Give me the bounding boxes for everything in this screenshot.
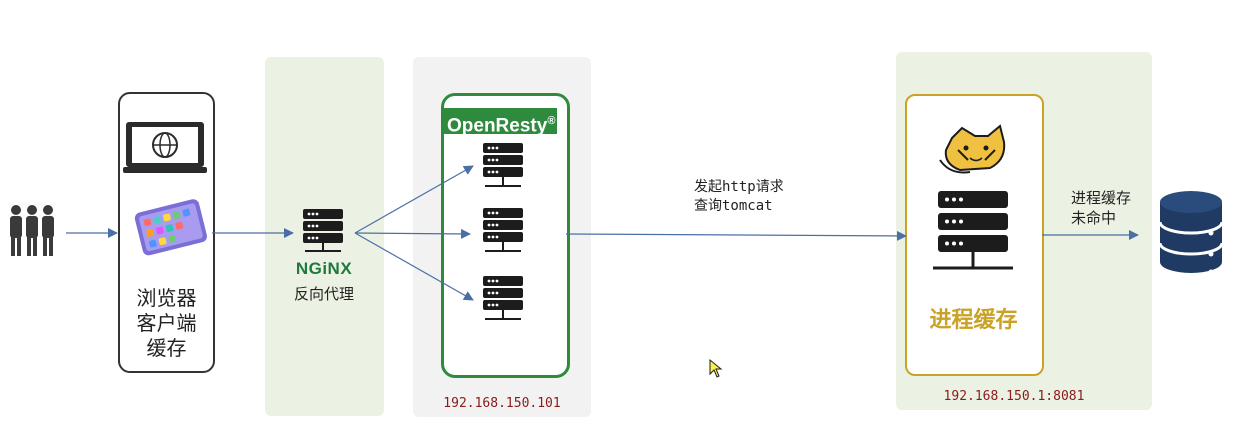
arrow-nginx-server3 bbox=[355, 233, 473, 300]
openresty-server-icon-2 bbox=[483, 208, 523, 251]
request-label-line2: 查询tomcat bbox=[694, 197, 784, 216]
tomcat-cat-icon bbox=[940, 126, 1004, 173]
database-icon bbox=[1160, 191, 1222, 275]
arrow-nginx-server1 bbox=[355, 166, 473, 233]
arrow-openresty-tomcat bbox=[566, 234, 906, 236]
cache-miss-line2: 未命中 bbox=[1071, 208, 1131, 228]
arrow-nginx-server2 bbox=[355, 233, 470, 234]
openresty-ip: 192.168.150.101 bbox=[420, 396, 584, 411]
client-label-line3: 缓存 bbox=[118, 336, 215, 361]
cache-miss-label: 进程缓存 未命中 bbox=[1071, 188, 1131, 228]
request-label: 发起http请求 查询tomcat bbox=[694, 178, 784, 216]
client-label: 浏览器 客户端 缓存 bbox=[118, 286, 215, 361]
cursor-icon bbox=[710, 360, 721, 377]
openresty-server-icon-3 bbox=[483, 276, 523, 319]
request-label-line1: 发起http请求 bbox=[694, 178, 784, 197]
nginx-server-icon bbox=[303, 209, 343, 251]
tomcat-server-icon bbox=[933, 191, 1013, 268]
client-label-line1: 浏览器 bbox=[118, 286, 215, 311]
phone-icon bbox=[134, 198, 209, 257]
tomcat-title: 进程缓存 bbox=[905, 302, 1042, 334]
nginx-logo: NGiNX bbox=[288, 259, 360, 279]
tomcat-ip: 192.168.150.1:8081 bbox=[903, 389, 1125, 404]
cache-miss-line1: 进程缓存 bbox=[1071, 188, 1131, 208]
openresty-server-icon-1 bbox=[483, 143, 523, 186]
laptop-icon bbox=[123, 122, 207, 173]
users-icon bbox=[10, 205, 54, 256]
client-label-line2: 客户端 bbox=[118, 311, 215, 336]
nginx-caption: 反向代理 bbox=[280, 283, 368, 304]
